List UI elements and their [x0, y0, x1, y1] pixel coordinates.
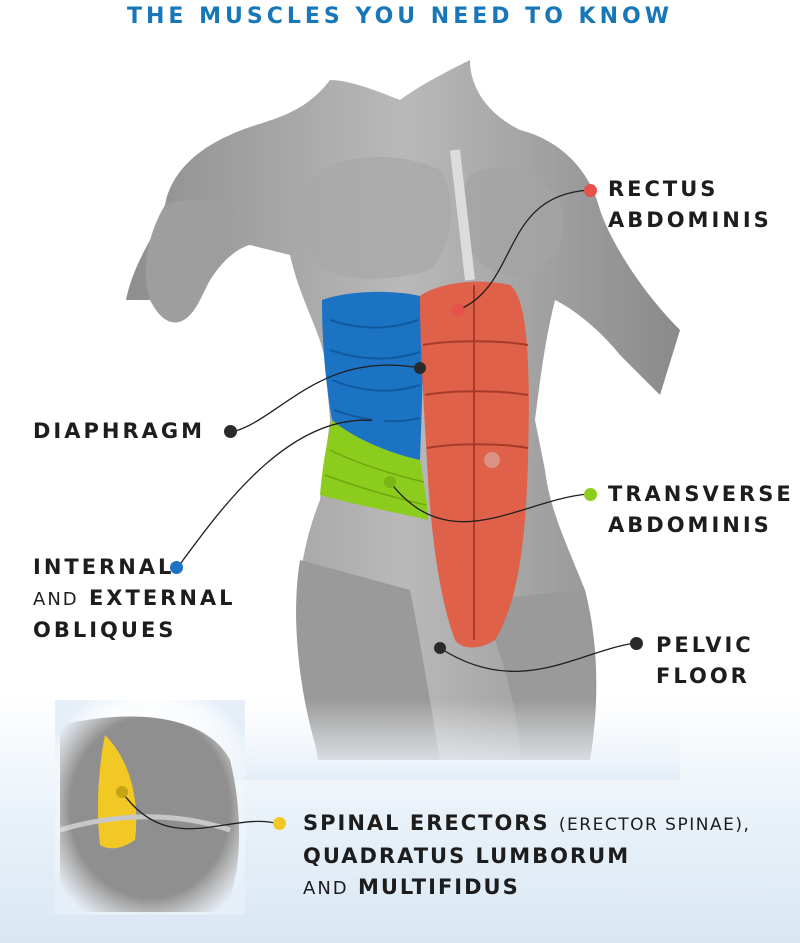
rectus-label-dot: [584, 184, 597, 197]
rectus-abdominis-label: RECTUS ABDOMINIS: [608, 174, 772, 236]
transverse-anchor-dot: [384, 476, 396, 488]
spinal-label-dot: [273, 817, 286, 830]
diaphragm-anchor-dot: [414, 362, 426, 374]
spinal-anchor-dot: [116, 786, 128, 798]
diaphragm-label: DIAPHRAGM: [33, 416, 205, 447]
obliques-anchor-dot: [372, 415, 384, 427]
pelvic-anchor-dot: [434, 642, 446, 654]
lower-back-inset: [55, 700, 245, 915]
rectus-anchor-dot: [452, 304, 464, 316]
transverse-abdominis-label: TRANSVERSE ABDOMINIS: [608, 479, 794, 541]
pelvic-label-dot: [630, 637, 643, 650]
transverse-label-dot: [584, 488, 597, 501]
diaphragm-label-dot: [224, 425, 237, 438]
pelvic-floor-label: PELVIC FLOOR: [656, 630, 754, 692]
obliques-label: INTERNAL AND EXTERNAL OBLIQUES: [33, 552, 236, 646]
spinal-erectors-label: SPINAL ERECTORS (ERECTOR SPINAE), QUADRA…: [303, 808, 750, 904]
